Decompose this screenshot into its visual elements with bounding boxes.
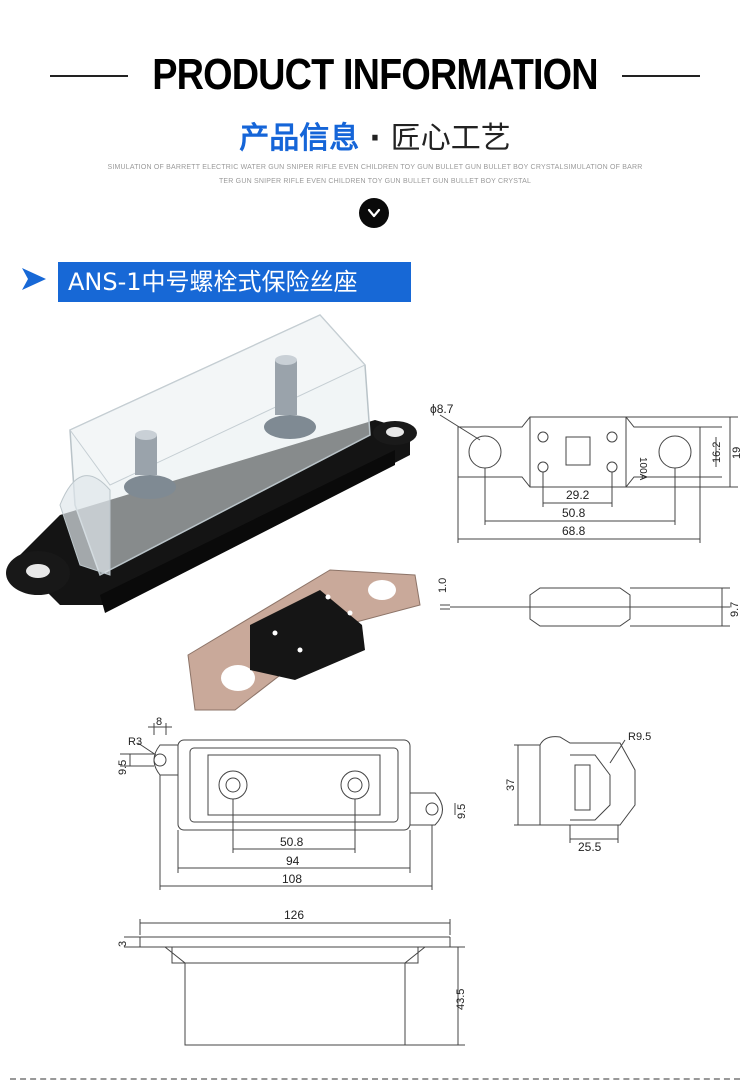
terminal-studs xyxy=(124,355,316,499)
page-subtitle: 产品信息 · 匠心工艺 xyxy=(0,113,750,157)
subtitle-dot: · xyxy=(369,121,381,156)
fuse-dimension-drawing: ϕ8.7 100A 16.2 19 29.2 50.8 68.8 1.0 9.7 xyxy=(430,402,743,627)
product-photo xyxy=(6,314,421,711)
mega-fuse xyxy=(187,569,421,711)
section-label: ANS-1中号螺栓式保险丝座 xyxy=(58,262,411,302)
dim-50-8: 50.8 xyxy=(562,506,586,520)
dim-68-8: 68.8 xyxy=(562,524,586,538)
base-front-view-drawing: 126 3 43.5 xyxy=(117,908,467,1046)
dim-37: 37 xyxy=(505,779,517,791)
dim-126: 126 xyxy=(284,908,304,922)
dim-8: 8 xyxy=(156,716,162,728)
dim-19: 19 xyxy=(731,447,743,459)
header-rule-left xyxy=(50,75,128,77)
dim-9-7: 9.7 xyxy=(729,602,741,617)
dim-9-5-right: 9.5 xyxy=(456,804,468,819)
bottom-divider xyxy=(10,1078,740,1080)
header-rule-right xyxy=(622,75,700,77)
dim-25-5: 25.5 xyxy=(578,840,602,854)
base-top-view-drawing: R3 8 9.5 9.5 50.8 94 108 xyxy=(117,716,468,890)
small-caption-line-1: SIMULATION OF BARRETT ELECTRIC WATER GUN… xyxy=(107,164,643,171)
dim-9-5-left: 9.5 xyxy=(117,760,129,775)
subtitle-rest: 匠心工艺 xyxy=(390,121,511,156)
fuse-rating: 100A xyxy=(637,457,648,481)
dim-r9-5: R9.5 xyxy=(628,731,651,743)
dim-94: 94 xyxy=(286,854,300,868)
chevron-down-icon xyxy=(367,208,381,218)
dim-29-2: 29.2 xyxy=(566,488,590,502)
dim-50-8-base: 50.8 xyxy=(280,835,304,849)
dim-16-2: 16.2 xyxy=(711,442,723,463)
base-side-view-drawing: R9.5 37 25.5 xyxy=(505,731,651,854)
dim-1-0: 1.0 xyxy=(437,578,449,593)
dim-3: 3 xyxy=(117,941,129,947)
scroll-down-button[interactable] xyxy=(359,198,389,228)
small-caption-line-2: TER GUN SNIPER RIFLE EVEN CHILDREN TOY G… xyxy=(218,178,532,185)
dim-108: 108 xyxy=(282,872,302,886)
page-title: PRODUCT INFORMATION xyxy=(152,50,598,99)
section-arrow-icon xyxy=(22,268,46,290)
dim-43-5: 43.5 xyxy=(455,989,467,1010)
dim-hole-dia: ϕ8.7 xyxy=(430,402,454,416)
subtitle-highlight: 产品信息 xyxy=(239,121,360,156)
dim-r3: R3 xyxy=(128,736,142,748)
